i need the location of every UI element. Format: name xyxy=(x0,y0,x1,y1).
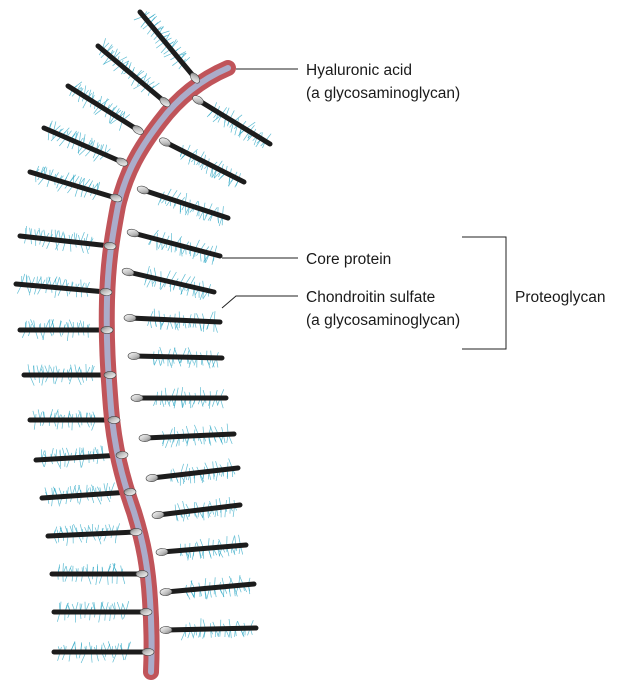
chondroitin-leader-line xyxy=(222,296,298,308)
proteoglycan-bracket xyxy=(462,237,506,349)
link-node xyxy=(128,352,140,359)
hyaluronic-acid-backbone xyxy=(107,68,228,672)
link-node xyxy=(108,416,120,423)
link-node xyxy=(130,528,142,536)
core-protein-rod xyxy=(165,142,244,182)
core-protein-rod xyxy=(48,532,136,536)
core-protein-rod xyxy=(198,100,270,144)
core-protein-rod xyxy=(140,12,195,78)
core-protein-rod xyxy=(158,505,240,515)
core-protein-rod xyxy=(44,128,122,162)
core-protein-rod xyxy=(152,468,238,478)
core-protein-rod xyxy=(98,46,165,102)
core-protein-label: Core protein xyxy=(306,251,391,268)
link-node xyxy=(160,626,172,633)
core-protein-rod xyxy=(42,492,130,498)
link-node xyxy=(140,608,152,615)
link-node xyxy=(160,588,173,596)
core-protein-rod xyxy=(133,233,220,256)
chondroitin-sulfate-label: Chondroitin sulfate xyxy=(306,289,435,306)
hyaluronic-acid-label: Hyaluronic acid xyxy=(306,62,412,79)
link-node xyxy=(152,511,165,520)
link-node xyxy=(124,314,136,322)
link-node xyxy=(136,570,148,577)
link-node xyxy=(101,326,113,333)
core-protein-rod xyxy=(68,86,138,130)
link-node xyxy=(156,548,169,556)
hyaluronic-acid-sublabel: (a glycosaminoglycan) xyxy=(306,85,460,102)
core-protein-rod xyxy=(128,272,214,292)
core-protein-rod xyxy=(130,318,220,322)
link-node xyxy=(146,474,159,483)
proteoglycan-label: Proteoglycan xyxy=(515,289,605,306)
core-protein-rod xyxy=(36,455,122,460)
link-node xyxy=(142,648,154,655)
link-node xyxy=(139,434,151,442)
link-node xyxy=(131,394,143,401)
core-protein-rod xyxy=(134,356,222,358)
chondroitin-sulfate-sublabel: (a glycosaminoglycan) xyxy=(306,312,460,329)
core-protein-rod xyxy=(145,434,234,438)
core-protein-rod xyxy=(166,628,256,630)
link-node xyxy=(104,371,116,378)
core-protein-rod xyxy=(30,172,116,198)
